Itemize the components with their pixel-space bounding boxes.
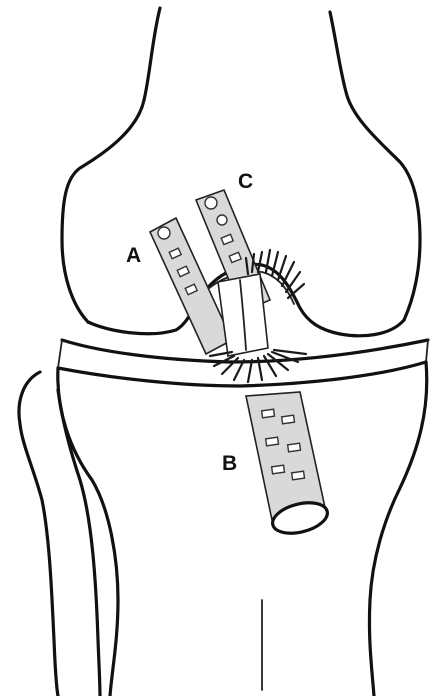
graft-b-body — [246, 392, 326, 520]
graft-c-hole — [217, 215, 227, 225]
label-c: C — [238, 170, 253, 193]
graft-b-hole — [272, 465, 285, 474]
plateau-right-end — [426, 340, 428, 362]
graft-b-hole — [288, 443, 301, 452]
graft-c-hole — [205, 197, 217, 209]
graft-b-hole — [282, 415, 295, 424]
tibia-right-edge — [369, 362, 426, 696]
fibula-inner-edge — [58, 390, 100, 696]
label-a: A — [126, 244, 141, 267]
tibia-left-edge — [58, 368, 118, 696]
femur-shaft-right-edge — [330, 12, 420, 320]
plateau-left-end — [58, 340, 62, 368]
label-b: B — [222, 452, 237, 475]
lower-fiber-fan — [210, 350, 306, 382]
graft-b-hole — [266, 437, 279, 446]
femur-shaft-left-edge — [62, 8, 160, 322]
graft-a-hole — [158, 227, 170, 239]
graft-b — [246, 392, 331, 538]
graft-b-hole — [292, 471, 305, 480]
fibula-head — [19, 372, 58, 696]
graft-b-hole — [262, 409, 275, 418]
